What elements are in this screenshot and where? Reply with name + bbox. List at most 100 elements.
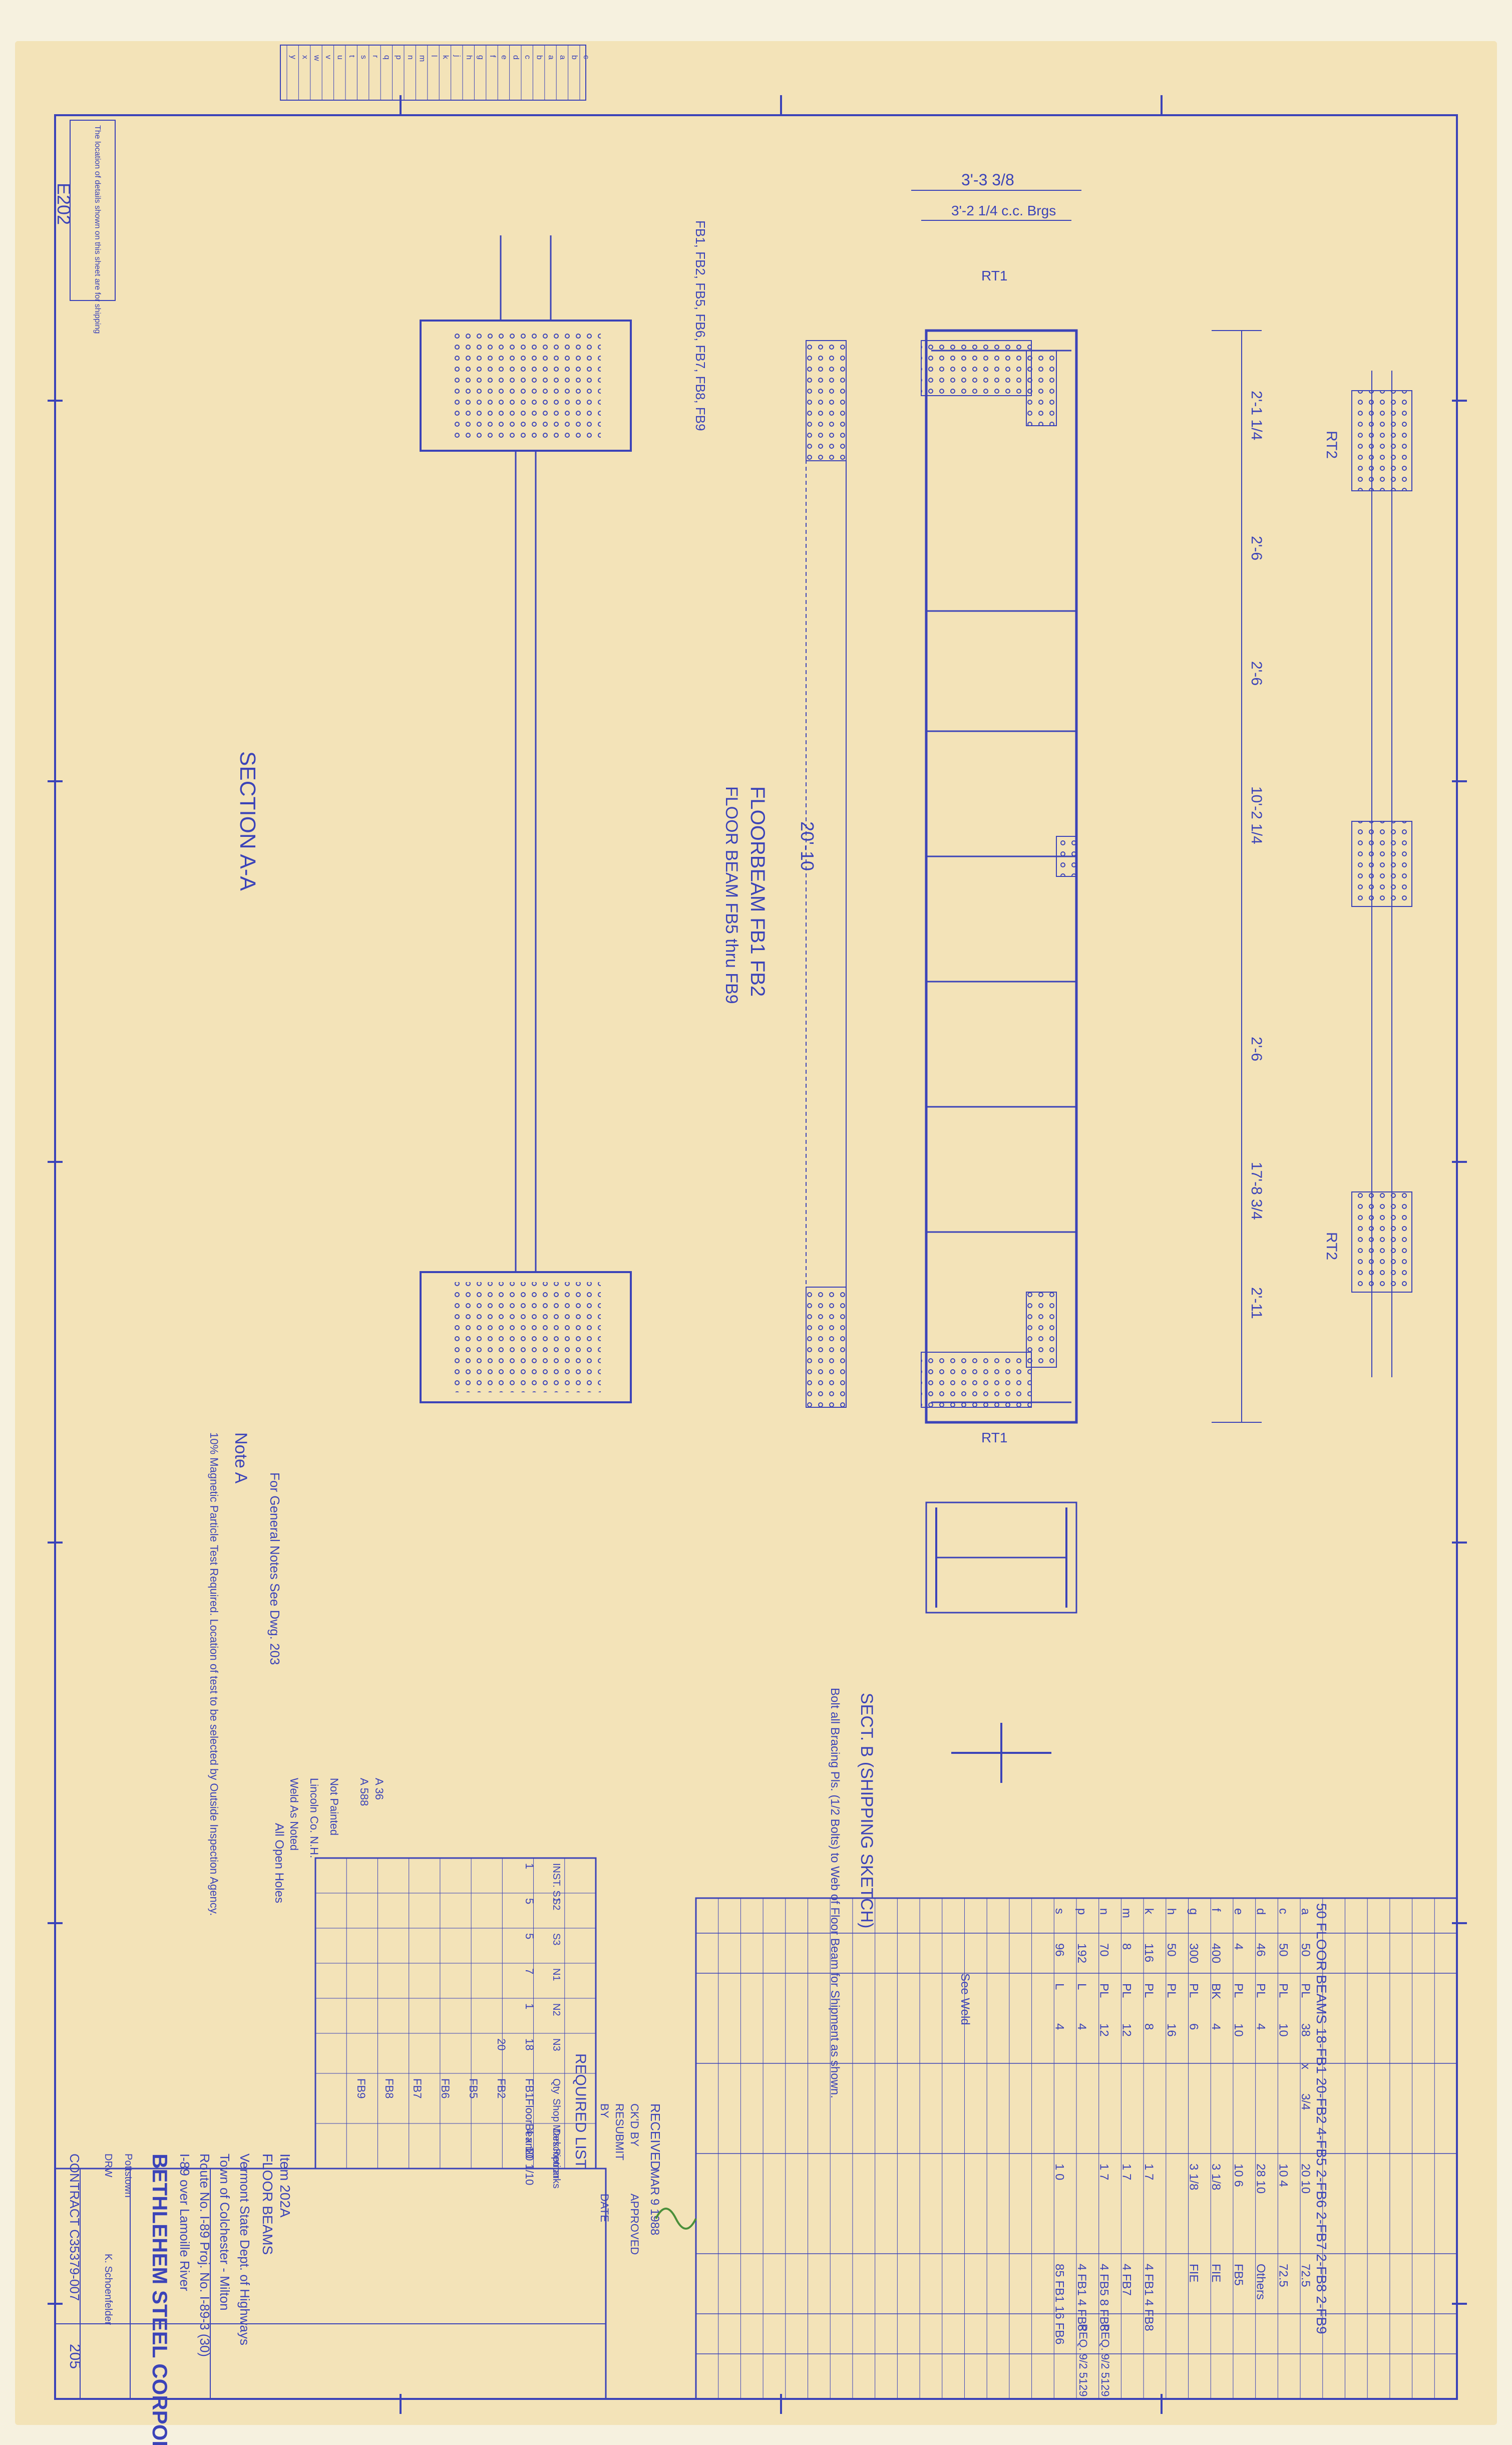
bill-cell: 72.5 [1299,2264,1312,2287]
bill-cell: 1 0 [1052,2164,1066,2180]
bill-remark: REQ. 9/2 5129 [1077,2324,1089,2397]
bill-cell: 4 [1052,2023,1066,2030]
req-cell: FB7 [411,2078,424,2098]
req-cell: FB1 [523,2078,536,2098]
fb-list-label: FB1, FB2, FB5, FB6, FB7, FB8, FB9 [693,220,708,431]
req-cell: 5 [523,1898,536,1904]
required-list-title: REQUIRED LIST [572,2053,589,2169]
note-a-text: 10% Magnetic Particle Test Required. Loc… [208,1432,220,1916]
dim-panel-3: 2'-6 [1248,661,1265,686]
req-header: N3 [551,2038,562,2051]
bill-cell: p [1075,1908,1088,1915]
bill-remark: REQ. 9/2 5129 [1099,2324,1111,2397]
bill-cell: a [1299,1908,1312,1915]
bill-cell: PL [1142,1983,1156,1998]
bill-cell: 16 [1165,2023,1178,2037]
req-cell: 1 [523,1863,536,1869]
grid-letter: c [582,55,590,59]
bill-cell: 4 FB7 [1119,2264,1133,2296]
section-aa-title: SECTION A-A [235,751,260,891]
req-cell: 5 [523,1933,536,1939]
bill-cell: 1 7 [1142,2164,1156,2180]
bill-cell: m [1119,1908,1133,1918]
req-cell: 18 [523,2038,536,2050]
grid-letter: a [547,55,555,60]
grid-letter: v [324,55,332,59]
bill-cell: PL [1276,1983,1290,1998]
open-holes-note: All Open Holes [272,1823,286,1903]
bill-cell: 50 [1276,1943,1290,1957]
req-header: Shop Mark [551,2098,562,2148]
stamp-date: MAR 9 1988 [648,2169,661,2235]
bill-cell: 6 [1187,2023,1201,2030]
grid-letter: p [395,55,403,60]
checked-by: K. Schoenfelder [103,2254,114,2325]
req-header: S3 [551,1933,562,1945]
received-stamp: RECEIVED MAR 9 1988 CK'D BY APPROVED RES… [598,2103,697,2255]
bill-cell: 12 [1097,2023,1111,2037]
note-a-title: Note A [231,1432,250,1483]
bill-cell: FIE [1187,2264,1201,2282]
bill-cell: PL [1254,1983,1268,1998]
dimension-chain: 2'-1 1/4 2'-6 2'-6 10'-2 1/4 2'-6 17'-8 … [1212,330,1265,1423]
grid-letter: a [558,55,567,60]
sheet-tag: E202 [54,183,74,225]
grid-letter: x [300,55,309,59]
bill-cell: 46 [1254,1943,1268,1957]
route: Route No. I-89 Proj. No. I-89-3 (30) [197,2154,212,2357]
bridge: I-89 over Lamoille River [177,2154,192,2291]
grid-letter: g [476,55,485,60]
bill-cell: 28 10 [1254,2164,1268,2194]
approval-signature [655,2208,697,2230]
bill-cell: 3 1/8 [1187,2164,1201,2190]
grid-letter: n [406,55,415,60]
drawing-title-top: FLOORBEAM FB1 FB2 [746,786,769,997]
bill-of-material: 50 FLOOR BEAMS 18-FB1 20-FB2 4-FB5 2-FB6… [695,1897,1458,2400]
req-header: Description [551,2128,562,2179]
grid-letter: y [289,55,297,59]
req-cell: 7 [523,1968,536,1974]
customer: Vermont State Dept. of Highways [237,2154,252,2345]
grid-letter: h [465,55,473,60]
req-header: Qty [551,2078,562,2094]
bill-cell: 1 7 [1097,2164,1111,2180]
req-cell: FB6 [439,2078,452,2098]
general-note: For General Notes See Dwg. 203 [267,1472,282,1665]
dim-panel-6: 17'-8 3/4 [1248,1162,1265,1220]
stamp-by: BY [598,2103,611,2118]
required-list: REQUIRED LIST INST. S1S2S3N1N2N3QtyShop … [314,1857,597,2189]
shop: Pottstown [123,2154,134,2198]
grid-letter: d [512,55,520,60]
bill-cell: 96 [1052,1943,1066,1957]
see-weld-label: See Weld [958,1973,972,2025]
bill-cell: e [1232,1908,1245,1915]
grid-letter: l [430,55,438,57]
bill-cell: 4 [1232,1943,1245,1950]
dim-panel-1: 2'-1 1/4 [1248,391,1265,440]
grid-letter: s [359,55,367,59]
bill-cell: 10 [1232,2023,1245,2037]
bill-cell: 4 [1075,2023,1088,2030]
section-b-sketch: SECT. B (SHIPPING SKETCH) Bolt all Braci… [828,1501,1077,2098]
bill-cell: 4 FB5 8 FB8 [1097,2264,1111,2331]
contract: CONTRACT C35379-007 [67,2154,82,2301]
title-block: BETHLEHEM STEEL CORPORATION Vermont Stat… [54,1778,607,2445]
lincoln: Lincoln Co. N.H. [308,1778,320,1858]
bill-cell: g [1187,1908,1201,1915]
dim-overall: 20'-10 [797,821,818,871]
req-cell: 4 x 10 [523,2128,536,2159]
bill-cell: n [1097,1908,1111,1915]
grid-letter: b [570,55,579,60]
section-aa: SECTION A-A FB1, FB2, FB5, FB6, FB7, FB8… [235,220,708,1403]
bill-cell: 4 FB1 4 FB8 [1142,2264,1156,2331]
grid-letter: k [441,55,450,60]
bill-cell: f [1209,1908,1223,1912]
bill-cell: 8 [1119,1943,1133,1950]
grid-letter: q [383,55,391,60]
bill-cell: 192 [1075,1943,1088,1963]
bill-cell: PL [1299,1983,1312,1998]
grid-letter: c [523,55,532,59]
req-header: N2 [551,2003,562,2016]
bill-cell: 10 [1276,2023,1290,2037]
